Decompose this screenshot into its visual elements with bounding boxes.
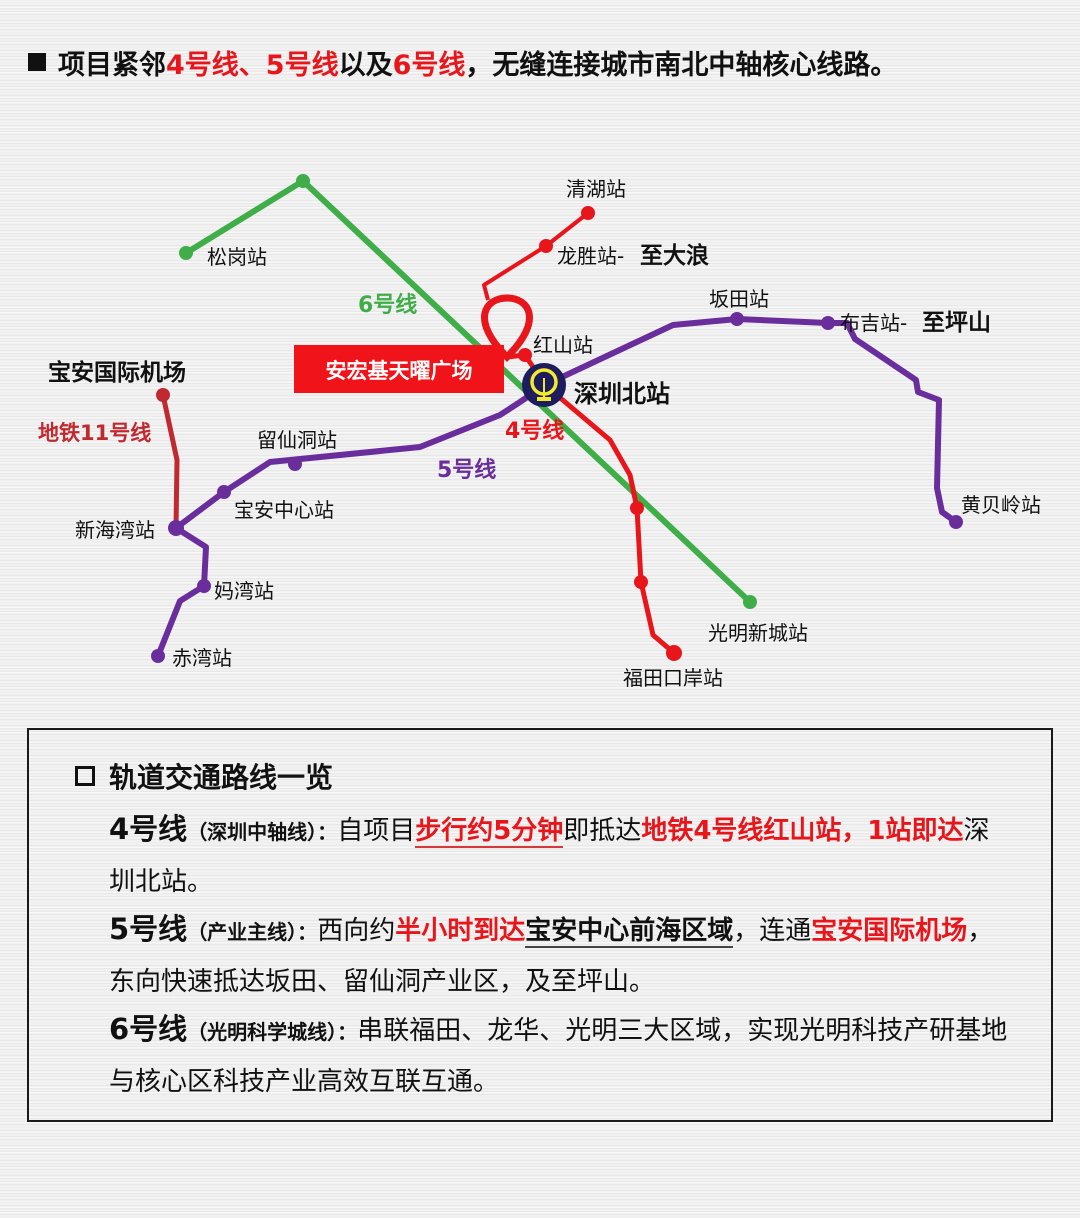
station-mawan: 妈湾站 [214,579,274,603]
headline: 项目紧邻 4号线、 5号线 以及 6号线 ，无缝连接城市南北中轴核心线路。 [28,42,897,82]
line-4-highlight-station: 地铁4号线红山站，1站即达 [641,816,964,846]
station-baoan-center: 宝安中心站 [234,498,334,522]
station-buji-dest: 至坪山 [922,310,991,336]
square-bullet-icon [28,53,46,71]
line-5-text: ，连通 [733,916,812,946]
line-5-subtitle: （产业主线）： [187,920,318,944]
shenzhen-north-hub-icon [522,363,566,407]
project-label-text: 安宏基天曜广场 [326,359,473,383]
metro-map: 安宏基天曜广场 6号线 4号线 5号线 地铁11号线 松岗站 清湖站 龙胜站- … [0,100,1080,710]
line-11-route [156,388,180,529]
station-chiwan: 赤湾站 [172,646,232,670]
station-airport: 宝安国际机场 [48,359,186,386]
station-longsheng: 龙胜站- [557,244,624,268]
line-4-label: 4号线 [505,418,564,444]
line-5-label: 5号线 [437,457,496,483]
station-liuxiandong: 留仙洞站 [257,428,337,452]
line-4-text: 即抵达 [563,816,642,846]
line-4-name: 4号线 [109,812,188,846]
line-4-route [481,206,682,661]
line-5-name: 5号线 [109,912,188,946]
line-4-text: 自项目 [337,816,416,846]
station-xinhaiwan: 新海湾站 [75,518,155,542]
line-5-highlight-area: 宝安中心前海区域 [525,916,734,948]
line-6-name: 6号线 [109,1012,188,1046]
headline-line6: 6号线 [392,49,466,81]
line-4-subtitle: （深圳中轴线）： [187,820,338,844]
line-4-text: 深圳北站。 [109,816,990,897]
line-6-route [179,174,757,609]
line-5-text: ，东向快速抵达坂田、留仙洞产业区，及至坪山。 [109,916,994,997]
line-4-highlight-walk: 步行约5分钟 [415,816,564,848]
headline-text-2: ，无缝连接城市南北中轴核心线路。 [465,49,898,81]
station-hongshan: 红山站 [533,333,593,357]
station-shenzhen-north: 深圳北站 [574,380,670,408]
line-5-highlight-time: 半小时到达 [395,916,526,946]
station-longsheng-dest: 至大浪 [640,242,709,269]
line-5-highlight-airport: 宝安国际机场 [811,916,968,946]
line-6-subtitle: （光明科学城线）： [187,1020,358,1044]
station-huangbeiling: 黄贝岭站 [961,493,1041,517]
transit-overview-panel: 轨道交通路线一览 4号线（深圳中轴线）：自项目步行约5分钟即抵达地铁4号线红山站… [27,728,1053,1122]
station-guangming: 光明新城站 [708,621,808,645]
station-bantian: 坂田站 [709,287,769,311]
station-buji: 布吉站- [840,311,907,335]
headline-line5: 5号线 [265,49,339,81]
line-4-description: 4号线（深圳中轴线）：自项目步行约5分钟即抵达地铁4号线红山站，1站即达深圳北站… [109,804,1009,907]
panel-title: 轨道交通路线一览 [75,756,333,796]
line-6-description: 6号线（光明科学城线）：串联福田、龙华、光明三大区域，实现光明科技产研基地与核心… [109,1004,1009,1107]
line-6-label: 6号线 [358,292,417,318]
line-11-label: 地铁11号线 [38,421,151,445]
station-qinghu: 清湖站 [566,177,626,201]
line-5-route [151,312,963,663]
headline-text-mid: 以及 [338,49,393,81]
headline-text-1: 项目紧邻 [58,49,166,81]
panel-title-text: 轨道交通路线一览 [109,761,334,794]
hollow-square-icon [75,766,95,786]
line-6-text: 串联福田、龙华、光明三大区域，实现光明科技产研基地与核心区科技产业高效互联互通。 [109,1016,1008,1097]
line-5-text: 西向约 [317,916,396,946]
line-5-description: 5号线（产业主线）：西向约半小时到达宝安中心前海区域，连通宝安国际机场，东向快速… [109,904,1009,1007]
station-songgang: 松岗站 [207,245,267,269]
station-futian-port: 福田口岸站 [623,666,723,690]
headline-line4: 4号线、 [166,49,266,81]
project-label: 安宏基天曜广场 [294,345,504,393]
